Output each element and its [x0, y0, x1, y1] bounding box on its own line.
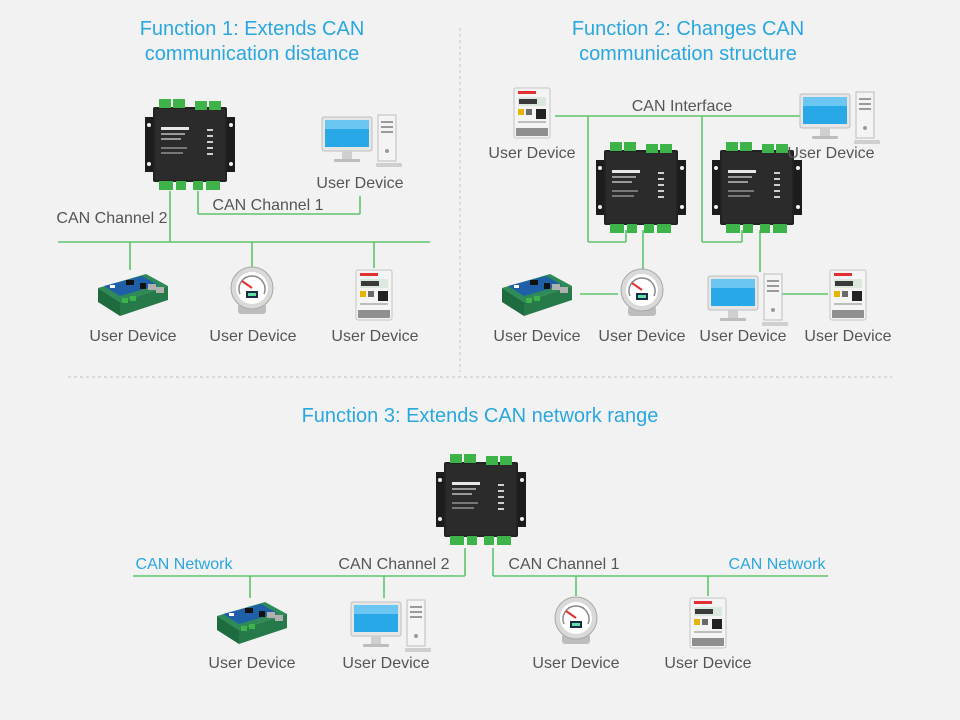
raspberry-pi-icon: [98, 274, 168, 316]
energy-meter-icon: [689, 597, 727, 649]
energy-meter-icon: [355, 269, 393, 321]
f2-gauge-device-label: User Device: [598, 328, 685, 345]
f3-meter-device-label: User Device: [664, 655, 751, 672]
f1-gauge-device-label: User Device: [209, 328, 296, 345]
f3-can-network-right-label: CAN Network: [729, 556, 827, 573]
f1-meter-device-label: User Device: [331, 328, 418, 345]
function1-wires: [58, 191, 430, 270]
raspberry-pi-icon: [217, 602, 287, 644]
gauge-icon: [554, 596, 598, 645]
f3-gauge-device-label: User Device: [532, 655, 619, 672]
f2-meter-bottom-device-label: User Device: [804, 328, 891, 345]
f3-can-network-left-label: CAN Network: [136, 556, 234, 573]
function1-panel: Function 1: Extends CAN communication di…: [56, 18, 430, 345]
f1-pi-device-label: User Device: [89, 328, 176, 345]
f1-can-channel-1-label: CAN Channel 1: [212, 197, 323, 214]
computer-icon: [321, 114, 403, 168]
function2-title-line2: communication structure: [579, 43, 797, 65]
f2-pc-top-device-label: User Device: [787, 145, 874, 162]
f3-can-channel-2-label: CAN Channel 2: [338, 556, 449, 573]
computer-icon: [799, 91, 881, 145]
function1-title-line1: Function 1: Extends CAN: [140, 18, 365, 40]
gauge-icon: [230, 266, 274, 315]
computer-icon: [350, 599, 432, 653]
function1-title-line2: communication distance: [145, 43, 360, 65]
energy-meter-icon: [513, 87, 551, 139]
f1-can-channel-2-label: CAN Channel 2: [56, 210, 167, 227]
computer-icon: [707, 273, 789, 327]
can-converter-icon: [436, 454, 526, 545]
f1-pc-device-label: User Device: [316, 175, 403, 192]
f2-can-interface-label: CAN Interface: [632, 98, 733, 115]
gauge-icon: [620, 268, 664, 317]
function2-wires: [555, 115, 828, 295]
function2-title-line1: Function 2: Changes CAN: [572, 18, 804, 40]
function3-title: Function 3: Extends CAN network range: [302, 405, 659, 427]
energy-meter-icon: [829, 269, 867, 321]
f3-pi-device-label: User Device: [208, 655, 295, 672]
can-converter-icon: [596, 142, 686, 233]
function3-panel: Function 3: Extends CAN network range CA…: [133, 405, 828, 672]
can-converter-icon: [145, 99, 235, 190]
f2-pc-bottom-device-label: User Device: [699, 328, 786, 345]
function3-wires: [133, 548, 828, 598]
f2-meter-top-device-label: User Device: [488, 145, 575, 162]
f3-pc-device-label: User Device: [342, 655, 429, 672]
function2-panel: Function 2: Changes CAN communication st…: [488, 18, 891, 345]
raspberry-pi-icon: [502, 274, 572, 316]
f3-can-channel-1-label: CAN Channel 1: [508, 556, 619, 573]
f2-pi-device-label: User Device: [493, 328, 580, 345]
